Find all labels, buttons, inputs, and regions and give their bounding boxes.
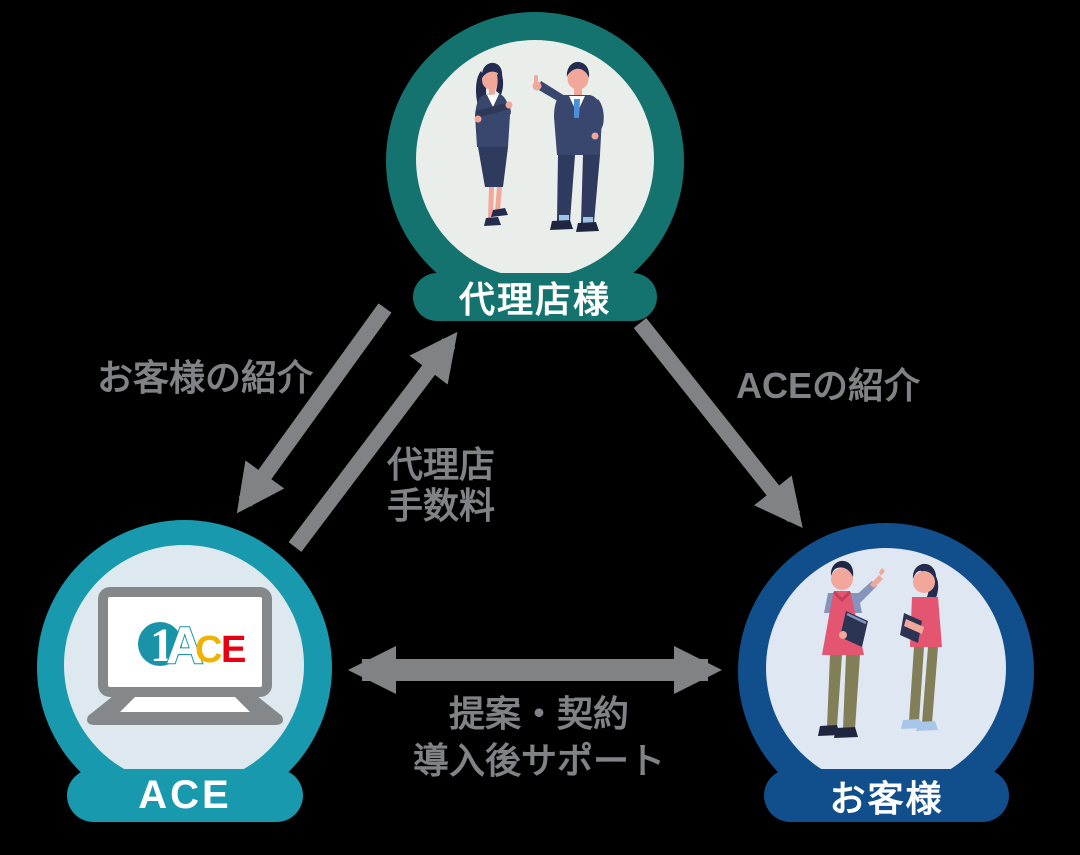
agency-label: 代理店様 [458,279,611,320]
ace-logo-e: E [221,629,246,671]
laptop-icon: 1 A C E [87,587,283,725]
label-agency-fee-line2: 手数料 [386,485,495,526]
business-people-icon [474,61,604,232]
label-agency-fee: 代理店 手数料 [371,444,511,526]
arrow-customer-referral [236,303,392,514]
label-proposal-support: 提案・契約 導入後サポート [389,690,689,784]
ace-label-pill: ACE [67,769,303,822]
agency-label-pill: 代理店様 [413,273,657,321]
ace-logo-c: C [195,629,222,671]
label-proposal-line2: 導入後サポート [412,740,665,781]
ace-logo-one: 1 [150,619,174,672]
customer-label: お客様 [829,777,944,819]
label-agency-fee-line1: 代理店 [386,444,495,485]
arrow-agency-fee [288,331,458,552]
label-customer-referral: お客様の紹介 [96,357,313,398]
customer-inner-circle [766,548,1006,788]
customers-icon [818,560,942,738]
arrow-ace-referral [633,318,803,528]
label-ace-referral: ACEの紹介 [735,365,920,406]
node-customer: お客様 [738,523,1034,828]
node-agency: 代理店様 [386,12,684,332]
ace-logo-a: A [166,617,204,675]
node-ace: 1 A C E ACE [37,520,332,830]
ace-label: ACE [138,773,232,817]
ace-logo: 1 A C E [138,616,246,676]
customer-label-pill: お客様 [764,769,1009,822]
label-proposal-line1: 提案・契約 [448,693,629,734]
